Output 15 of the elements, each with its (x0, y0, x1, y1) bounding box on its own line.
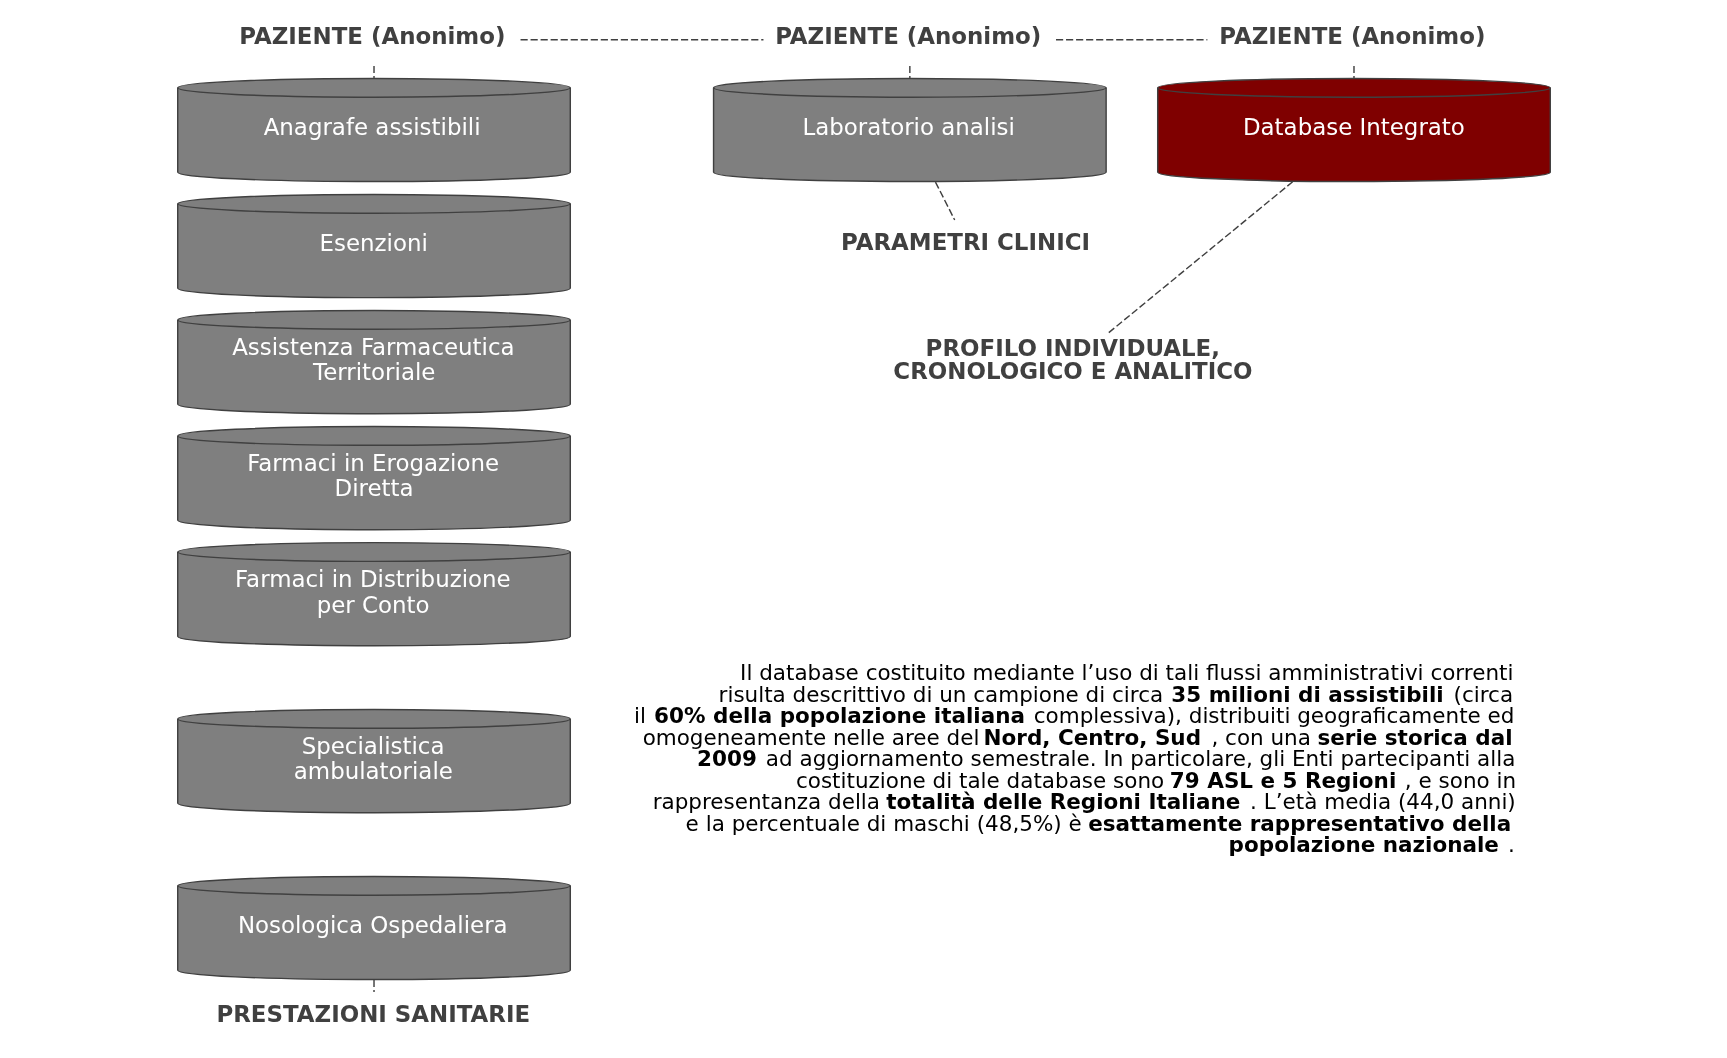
connector (934, 181, 955, 221)
connector (908, 65, 911, 79)
node-text: PAZIENTE (Anonimo) (1218, 22, 1485, 49)
node-text: PARAMETRI CLINICI (840, 229, 1090, 256)
connector (1054, 39, 1208, 41)
connector (372, 65, 375, 79)
connector (1352, 65, 1355, 79)
label: Il database costituito mediante l’uso di tali flussi amministrativi correnti risulta descrittivo di un campione di circa 35 milioni di assistibili (circa il 60% della popolazione italiana complessiva), distribuiti geograficamente ed omogeneamente nelle aree del Nord, Centro, Sud, con una serie storica dal 2009 ad aggiornamento semestrale. In particolare, gli Enti partecipanti alla costituzione di tale database sono 79 ASL e 5 Regioni, e sono in rappresentanza della totalità delle Regioni Italiane. L’età media (44,0 anni) e la percentuale di maschi (48,5%) è esattamente rappresentativo della popolazione nazionale. (633, 660, 1516, 858)
node-text: PROFILO INDIVIDUALE, CRONOLOGICO E ANALITICO (892, 335, 1253, 384)
connector (1106, 181, 1293, 335)
connector (519, 39, 764, 41)
connector (372, 979, 375, 993)
node-text: PAZIENTE (Anonimo) (774, 22, 1041, 49)
node-text: PRESTAZIONI SANITARIE (215, 1001, 530, 1028)
node-text: PAZIENTE (Anonimo) (238, 22, 505, 49)
